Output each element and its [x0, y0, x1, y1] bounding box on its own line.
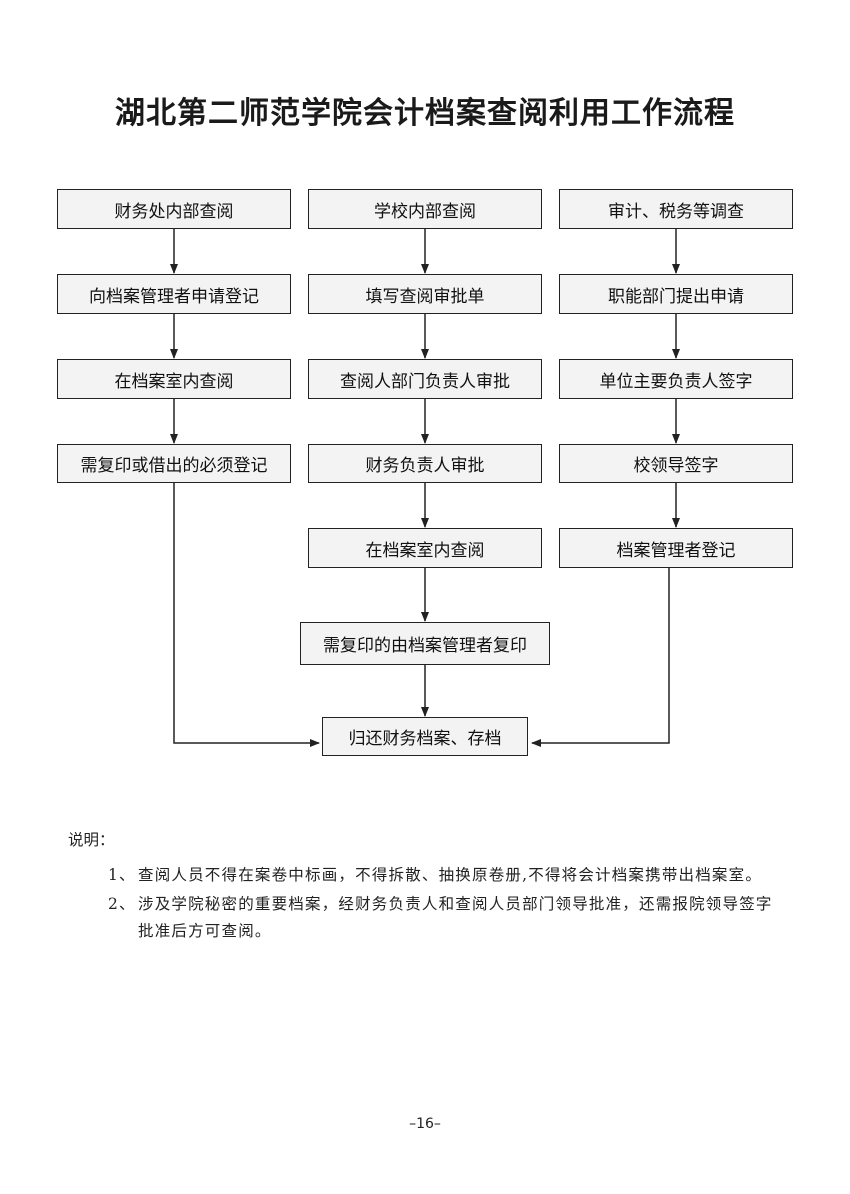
- step-left-1: 财务处内部查阅: [57, 189, 291, 229]
- step-right-5: 档案管理者登记: [559, 528, 793, 568]
- note-item-2: 2、 涉及学院秘密的重要档案，经财务负责人和查阅人员部门领导批准，还需报院领导签…: [68, 891, 788, 945]
- step-middle-5: 在档案室内查阅: [308, 528, 542, 568]
- step-left-2: 向档案管理者申请登记: [57, 274, 291, 314]
- step-middle-6: 需复印的由档案管理者复印: [300, 622, 550, 665]
- page-title: 湖北第二师范学院会计档案查阅利用工作流程: [115, 96, 735, 131]
- step-left-3: 在档案室内查阅: [57, 359, 291, 399]
- step-middle-1: 学校内部查阅: [308, 189, 542, 229]
- step-middle-3: 查阅人部门负责人审批: [308, 359, 542, 399]
- step-right-2: 职能部门提出申请: [559, 274, 793, 314]
- step-final: 归还财务档案、存档: [322, 717, 528, 756]
- note-item-1: 1、 查阅人员不得在案卷中标画，不得拆散、抽换原卷册,不得将会计档案携带出档案室…: [68, 862, 788, 889]
- step-right-4: 校领导签字: [559, 444, 793, 483]
- note-text: 涉及学院秘密的重要档案，经财务负责人和查阅人员部门领导批准，还需报院领导签字批准…: [138, 895, 773, 940]
- arrow-right-to-final: [531, 568, 670, 747]
- note-text: 查阅人员不得在案卷中标画，不得拆散、抽换原卷册,不得将会计档案携带出档案室。: [138, 866, 763, 884]
- notes-section: 说明： 1、 查阅人员不得在案卷中标画，不得拆散、抽换原卷册,不得将会计档案携带…: [68, 828, 788, 947]
- arrow-left-to-final: [173, 483, 320, 747]
- step-right-1: 审计、税务等调查: [559, 189, 793, 229]
- notes-label: 说明：: [68, 831, 115, 849]
- step-middle-2: 填写查阅审批单: [308, 274, 542, 314]
- page-number: –16–: [409, 1116, 441, 1132]
- step-right-3: 单位主要负责人签字: [559, 359, 793, 399]
- note-number: 2、: [108, 895, 136, 913]
- step-left-4: 需复印或借出的必须登记: [57, 444, 291, 483]
- note-number: 1、: [108, 866, 136, 884]
- step-middle-4: 财务负责人审批: [308, 444, 542, 483]
